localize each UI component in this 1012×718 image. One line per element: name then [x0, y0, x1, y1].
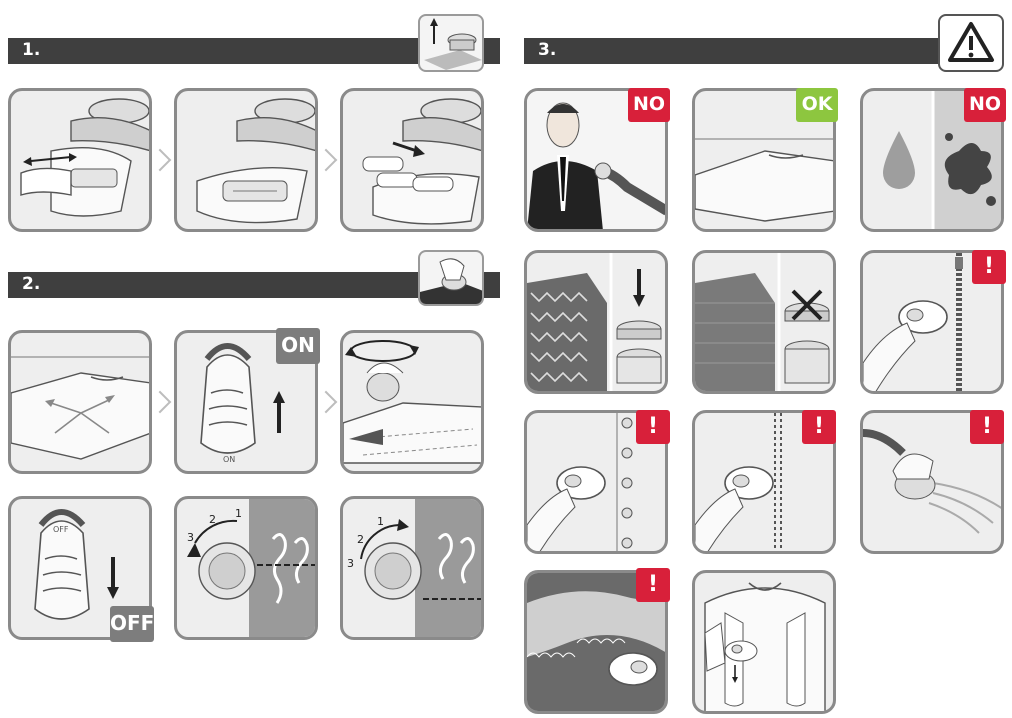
water-drop-icon [883, 131, 915, 189]
section-1-label: 1. [22, 40, 41, 60]
dial-number-1: 1 [235, 507, 242, 520]
arrow-up-icon [430, 18, 438, 26]
no-badge: NO [964, 88, 1006, 122]
arrow-up-icon [273, 391, 285, 403]
section-1-thumbnail [418, 14, 484, 72]
test-on-inside-panel [692, 570, 836, 714]
chevron-right-icon [148, 390, 172, 414]
chevron-right-icon [314, 390, 338, 414]
no-badge: NO [628, 88, 670, 122]
step-2-circular-motion-panel [340, 330, 484, 474]
dial-number-2: 2 [209, 513, 216, 526]
dial-number-3: 3 [187, 531, 194, 544]
section-3-header-bar: 3. [524, 38, 1004, 64]
caution-badge: ! [636, 568, 670, 602]
warning-triangle-icon [948, 22, 994, 62]
arrow-down-icon [107, 587, 119, 599]
coarse-knit-lower-setting-panel [524, 250, 668, 394]
dial-number-2: 2 [357, 533, 364, 546]
chevron-right-icon [148, 148, 172, 172]
stain-icon [944, 143, 992, 195]
device-off-text: OFF [53, 525, 69, 534]
step-1-insert-batteries-panel [340, 88, 484, 232]
section-2-thumbnail [418, 250, 484, 306]
caution-badge: ! [802, 410, 836, 444]
shaver-on-fabric-thumbnail-illustration [420, 258, 482, 304]
fine-knit-no-spacer-panel [692, 250, 836, 394]
dial-number-1: 1 [377, 515, 384, 528]
lift-cover-thumbnail-illustration [424, 18, 482, 70]
no-worn-garment-panel [524, 88, 668, 232]
caution-badge: ! [972, 250, 1006, 284]
caution-badge: ! [970, 410, 1004, 444]
on-badge: ON [276, 328, 320, 364]
dial-number-3: 3 [347, 557, 354, 570]
arrow-down-icon [633, 295, 645, 307]
warning-box [938, 14, 1004, 72]
device-on-text: ON [223, 455, 236, 464]
caution-badge: ! [636, 410, 670, 444]
off-badge: OFF [110, 606, 154, 642]
step-1-remove-battery-cover-panel [8, 88, 152, 232]
cross-icon [791, 289, 823, 321]
step-2-dial-setting-1-panel: 1 2 3 [174, 496, 318, 640]
ok-badge: OK [796, 88, 838, 122]
step-2-dial-setting-3-panel: 1 2 3 [340, 496, 484, 640]
step-1-open-battery-compartment-panel [174, 88, 318, 232]
chevron-right-icon [314, 148, 338, 172]
step-2-lay-garment-flat-panel [8, 330, 152, 474]
section-2-label: 2. [22, 274, 41, 294]
section-3-label: 3. [538, 40, 557, 60]
